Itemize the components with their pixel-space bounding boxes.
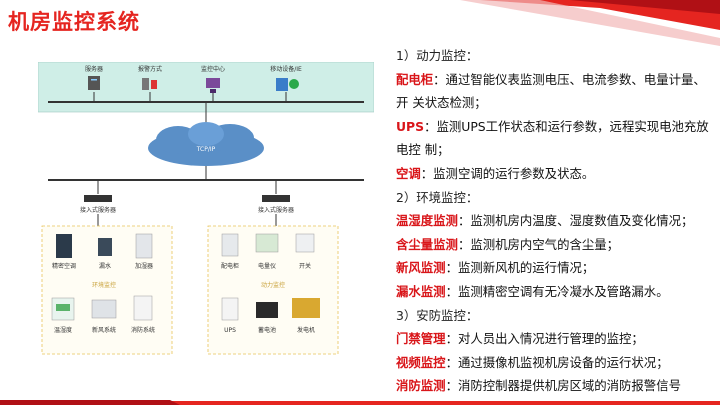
node-mobile-ie: 移动设备/IE — [270, 65, 302, 91]
header-decoration — [460, 0, 720, 46]
svg-text:配电柜: 配电柜 — [221, 262, 239, 270]
power-header: 1）动力监控： — [396, 48, 479, 63]
svg-text:移动设备/IE: 移动设备/IE — [270, 65, 302, 73]
node-alarm: 报警方式 — [138, 65, 162, 90]
svg-text:报警方式: 报警方式 — [138, 65, 162, 73]
svg-text:加湿器: 加湿器 — [135, 262, 153, 270]
svg-text:发电机: 发电机 — [297, 326, 315, 334]
power-item-distribution: 配电柜：通过智能仪表监测电压、电流参数、电量计量、开 关状态检测； — [396, 71, 706, 111]
description-panel: 1）动力监控： 配电柜：通过智能仪表监测电压、电流参数、电量计量、开 关状态检测… — [396, 44, 716, 398]
precision-ac-icon — [56, 234, 72, 258]
ups-icon — [221, 297, 239, 321]
fresh-air-icon — [91, 299, 117, 319]
power-group: 配电柜 电量仪 开关 动力监控 UPS 蓄电池 发电机 — [207, 225, 339, 355]
security-item-access: 门禁管理：对人员出入情况进行管理的监控； — [396, 331, 644, 347]
switch-left: 接入式服务器 — [80, 195, 116, 214]
env-item-temp: 温湿度监测：监测机房内温度、湿度数值及变化情况； — [396, 213, 694, 229]
battery-icon — [256, 302, 278, 318]
svg-text:动力监控: 动力监控 — [261, 281, 285, 289]
svg-text:漏水: 漏水 — [99, 262, 111, 270]
svg-text:服务器: 服务器 — [85, 65, 103, 73]
svg-text:开关: 开关 — [299, 262, 311, 270]
svg-text:接入式服务器: 接入式服务器 — [80, 206, 116, 214]
environment-group: 精密空调 漏水 加湿器 环境监控 温湿度 新风系统 消防系统 — [41, 225, 173, 355]
page-title: 机房监控系统 — [8, 10, 140, 34]
switch-right: 接入式服务器 — [258, 195, 294, 214]
node-server: 服务器 — [85, 65, 103, 90]
network-diagram: 服务器 报警方式 监控中心 移动设备/IE TCP/IP 接入式服务器 接入 — [38, 62, 374, 355]
svg-text:消防系统: 消防系统 — [131, 326, 155, 334]
generator-icon — [292, 298, 320, 318]
svg-text:监控中心: 监控中心 — [201, 65, 225, 73]
env-item-dust: 含尘量监测：监测机房内空气的含尘量； — [396, 236, 620, 252]
power-item-ups: UPS：监测UPS工作状态和运行参数，远程实现电池充放电控 制； — [396, 118, 709, 158]
svg-text:温湿度: 温湿度 — [54, 326, 72, 334]
node-monitor-center: 监控中心 — [201, 65, 225, 93]
power-meter-icon — [255, 233, 279, 253]
env-item-leak: 漏水监测：监测精密空调有无冷凝水及管路漏水。 — [396, 283, 669, 299]
svg-text:精密空调: 精密空调 — [52, 262, 76, 270]
security-item-fire: 消防监测：消防控制器提供机房区域的消防报警信号 — [396, 378, 681, 394]
tcpip-cloud: TCP/IP — [148, 122, 264, 166]
footer-decoration — [0, 400, 720, 405]
svg-text:UPS: UPS — [224, 327, 236, 334]
water-leak-icon — [98, 238, 112, 256]
fire-system-icon — [133, 295, 153, 321]
security-item-video: 视频监控：通过摄像机监视机房设备的运行状况； — [396, 354, 669, 370]
svg-text:蓄电池: 蓄电池 — [258, 326, 276, 334]
svg-text:新风系统: 新风系统 — [92, 326, 116, 334]
svg-text:TCP/IP: TCP/IP — [196, 146, 216, 153]
switch-icon — [295, 233, 315, 253]
env-header: 2）环境监控： — [396, 189, 479, 205]
svg-text:环境监控: 环境监控 — [92, 281, 116, 289]
security-header: 3）安防监控： — [396, 307, 479, 323]
power-item-ac: 空调：监测空调的运行参数及状态。 — [396, 165, 595, 181]
env-item-fresh-air: 新风监测：监测新风机的运行情况； — [396, 260, 595, 276]
humidifier-icon — [135, 233, 153, 259]
distribution-cabinet-icon — [221, 233, 239, 257]
svg-text:电量仪: 电量仪 — [258, 262, 276, 270]
svg-text:接入式服务器: 接入式服务器 — [258, 206, 294, 214]
